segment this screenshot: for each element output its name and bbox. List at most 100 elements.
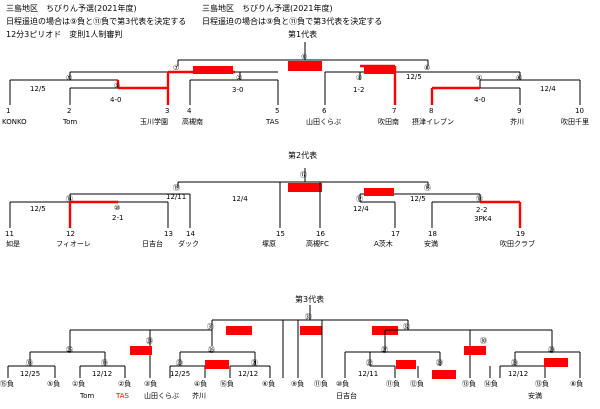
team-num: 10 (575, 107, 584, 115)
match-num: ① (114, 82, 121, 90)
team-name: 芥川 (510, 118, 524, 126)
team-num: 12 (66, 230, 75, 238)
match-num: ④ (476, 74, 483, 82)
slot-label: ⑬負 (535, 380, 549, 388)
slot-label: ⑪負 (314, 380, 328, 388)
slot-label: ①負 (72, 380, 86, 388)
score: 1-2 (353, 86, 365, 94)
team-name: 高槻南 (182, 118, 203, 126)
match-num: ⑩ (114, 204, 121, 212)
team-num: 11 (5, 230, 14, 238)
score: 12/5 (30, 85, 46, 93)
score: 12/12 (238, 370, 259, 378)
team-num: 16 (316, 230, 325, 238)
match-num: ⑬ (476, 195, 483, 203)
slot-label: ⑬負 (462, 380, 476, 388)
header-left-note: 日程遥迫の場合は⑨負と⑪負で第3代表を決定する (6, 17, 187, 26)
team-num: 13 (164, 230, 173, 238)
slot-label: ⑥負 (262, 380, 276, 388)
score: 12/4 (232, 195, 248, 203)
slot-label: ②負 (118, 380, 132, 388)
match-num: ⑫ (356, 195, 363, 203)
score: 12/12 (92, 370, 113, 378)
score: 3-0 (232, 86, 244, 94)
match-num: ⑦ (173, 64, 180, 72)
match-num: ㉚ (480, 337, 487, 345)
match-num: ㉘ (511, 359, 518, 367)
match-num: ㉛ (207, 323, 214, 331)
header-left-rules: 12分3ピリオド 変則1人制審判 (6, 30, 123, 39)
slot-label: ⑩負 (336, 380, 350, 388)
team-num: 15 (276, 230, 285, 238)
team-name: TAS (116, 392, 129, 400)
team-name: TAS (266, 118, 279, 126)
match-num: ⑧ (424, 64, 431, 72)
team-name: 安満 (424, 240, 438, 248)
score: 12/12 (508, 370, 529, 378)
slot-label: ⑭負 (484, 380, 498, 388)
team-name: 如是 (6, 240, 20, 248)
score: 12/11 (166, 193, 187, 201)
match-num: ⑨ (301, 53, 308, 61)
team-name: 日吉台 (142, 240, 163, 248)
header-right-note: 日程遥迫の場合は⑨負と⑪負で第3代表を決定する (202, 17, 383, 26)
score: 12/4 (540, 85, 556, 93)
match-num: ⑤ (66, 74, 73, 82)
slot-label: ⑪負 (386, 380, 400, 388)
match-num: ⑮ (173, 184, 180, 192)
team-name: ダック (178, 240, 199, 248)
section3-title: 第3代表 (295, 295, 325, 304)
team-name: 吹田千里 (561, 118, 589, 126)
result-box (288, 61, 322, 71)
team-name: 芥川 (192, 392, 206, 400)
match-num: ㉑ (251, 359, 258, 367)
match-num: ⑭ (66, 195, 73, 203)
match-num: ② (236, 74, 243, 82)
team-name: 吹田南 (378, 118, 399, 126)
team-num: 19 (516, 230, 525, 238)
slot-label: ④負 (194, 380, 208, 388)
score: 2-1 (112, 214, 124, 222)
team-num: 8 (429, 107, 434, 115)
match-num: ㉜ (403, 323, 410, 331)
score: 12/5 (30, 205, 46, 213)
team-num: 17 (391, 230, 400, 238)
match-num: ③ (356, 74, 363, 82)
match-num: ㉙ (548, 346, 555, 354)
team-num: 9 (517, 107, 522, 115)
team-num: 3 (165, 107, 170, 115)
score: 3PK4 (474, 215, 492, 223)
slot-label: ⑧負 (570, 380, 584, 388)
section1-title: 第1代表 (288, 30, 318, 39)
team-name: KONKO (2, 118, 27, 126)
team-num: 2 (67, 107, 72, 115)
slot-label: ③負 (144, 380, 158, 388)
slot-label: ⑯負 (220, 380, 234, 388)
match-num: ㉝ (305, 313, 312, 321)
team-name: 山田くらぶ (144, 392, 179, 400)
score: 4-0 (474, 96, 486, 104)
slot-label: ⑫負 (410, 380, 424, 388)
team-name: フィオーレ (56, 240, 91, 248)
match-num: ⑱ (26, 359, 33, 367)
team-name: 吹田クラブ (500, 240, 535, 248)
team-num: 7 (392, 107, 397, 115)
team-name: 塚原 (262, 240, 276, 248)
team-num: 6 (322, 107, 327, 115)
slot-label: ⑮負 (0, 380, 14, 388)
match-num: ⑲ (101, 359, 108, 367)
match-num: ⑳ (176, 359, 183, 367)
team-num: 18 (428, 230, 437, 238)
match-num: ⑰ (300, 171, 307, 179)
team-name: A茨木 (374, 240, 393, 248)
slot-label: ⑨負 (291, 380, 305, 388)
section2-title: 第2代表 (288, 151, 318, 160)
score: 12/4 (353, 205, 369, 213)
match-num: ㉓ (436, 359, 443, 367)
team-name: 山田くらぶ (306, 118, 341, 126)
score: 12/5 (410, 195, 426, 203)
team-name: 高槻FC (306, 240, 329, 248)
team-num: 1 (6, 107, 11, 115)
team-num: 4 (187, 107, 192, 115)
